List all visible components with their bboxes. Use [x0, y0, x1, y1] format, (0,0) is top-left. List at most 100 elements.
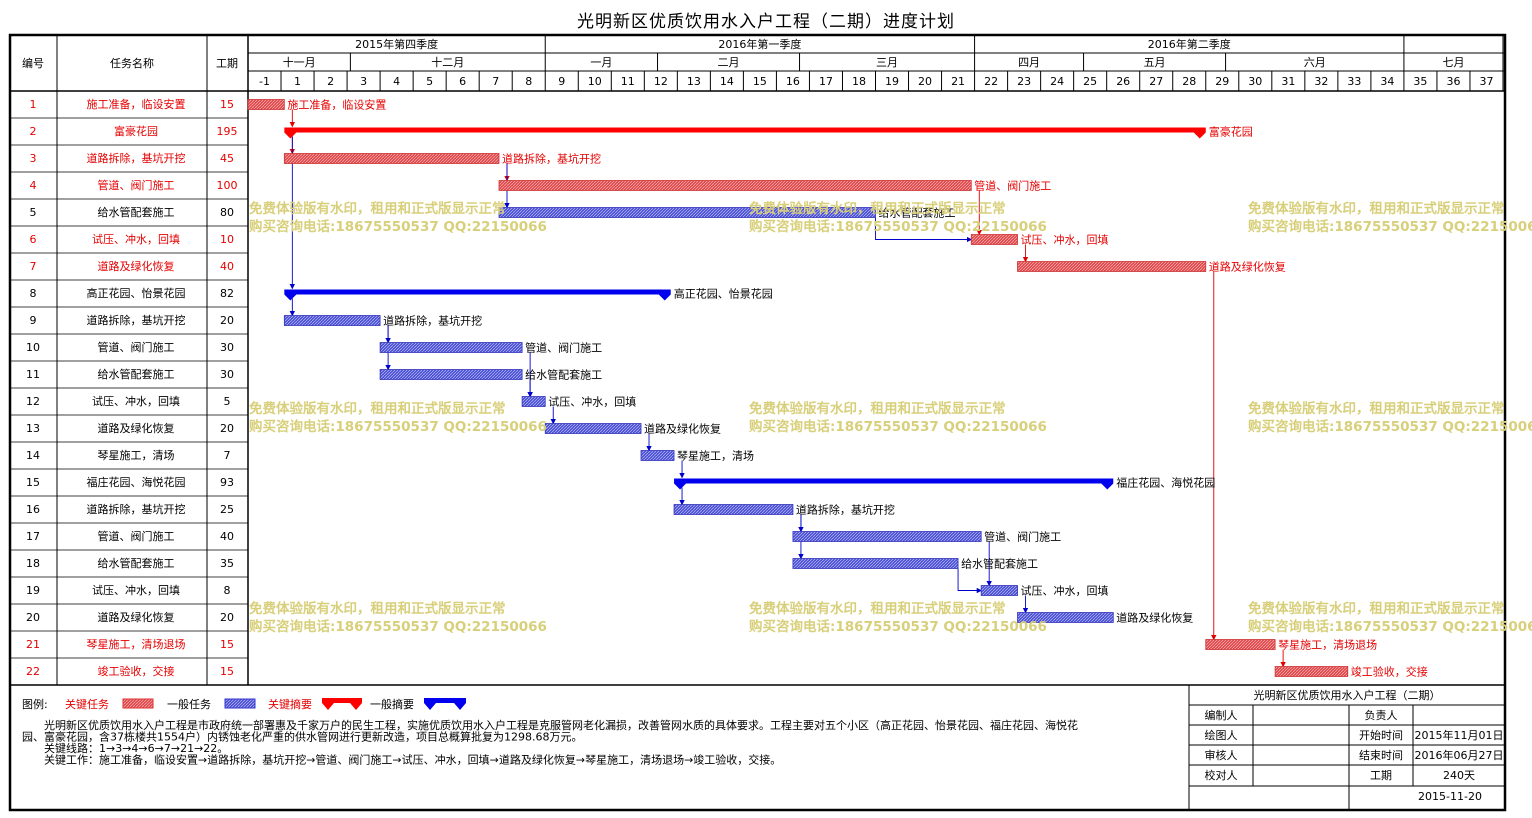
bar-label: 试压、冲水，回填	[1021, 584, 1109, 598]
task-no: 22	[26, 665, 40, 678]
task-name: 竣工验收，交接	[98, 664, 175, 678]
quarter-label: 2016年第二季度	[1148, 37, 1231, 51]
week-label: 15	[753, 75, 767, 88]
week-label: 16	[786, 75, 800, 88]
week-label: 6	[459, 75, 466, 88]
task-name: 道路及绿化恢复	[98, 421, 175, 435]
task-name: 道路及绿化恢复	[98, 610, 175, 624]
week-label: 37	[1479, 75, 1493, 88]
week-label: 34	[1380, 75, 1394, 88]
task-duration: 30	[220, 341, 234, 354]
info-end-label: 结束时间	[1359, 749, 1403, 762]
task-bar	[1017, 612, 1114, 623]
month-label: 五月	[1144, 56, 1166, 69]
task-bar	[640, 450, 675, 461]
week-label: 33	[1347, 75, 1361, 88]
task-name: 施工准备，临设安置	[87, 97, 186, 111]
week-label: 7	[492, 75, 499, 88]
bar-label: 富豪花园	[1209, 125, 1253, 139]
header-duration: 工期	[216, 57, 238, 70]
week-label: 32	[1314, 75, 1328, 88]
week-label: 18	[852, 75, 866, 88]
month-label: 六月	[1304, 56, 1326, 69]
task-no: 15	[26, 476, 40, 489]
dependency-link	[875, 217, 973, 243]
legend: 图例: 关键任务 一般任务 关键摘要 一般摘要	[22, 697, 466, 711]
week-label: 1	[294, 75, 301, 88]
task-no: 10	[26, 341, 40, 354]
task-duration: 93	[220, 476, 234, 489]
task-no: 5	[30, 206, 37, 219]
task-name: 道路及绿化恢复	[98, 259, 175, 273]
week-label: 9	[558, 75, 565, 88]
bar-label: 给水管配套施工	[525, 368, 602, 382]
chart-title: 光明新区优质饮用水入户工程（二期）进度计划	[577, 12, 955, 32]
legend-summary-label: 一般摘要	[370, 697, 414, 711]
bar-label: 给水管配套施工	[961, 557, 1038, 571]
legend-summary-swatch	[424, 698, 466, 710]
month-label: 二月	[718, 56, 740, 69]
task-name: 富豪花园	[114, 124, 158, 138]
week-label: 30	[1248, 75, 1262, 88]
week-label: 5	[426, 75, 433, 88]
bar-label: 试压、冲水，回填	[548, 395, 636, 409]
quarter-label: 2016年第一季度	[718, 37, 801, 51]
task-no: 3	[30, 152, 37, 165]
task-duration: 20	[220, 611, 234, 624]
week-label: 25	[1083, 75, 1097, 88]
bar-label: 道路及绿化恢复	[1116, 611, 1193, 625]
task-bar	[792, 531, 982, 542]
dependency-links	[289, 109, 1286, 668]
week-label: 8	[525, 75, 532, 88]
watermark-line1: 免费体验版有水印，租用和正式版显示正常	[1248, 200, 1505, 217]
task-name: 琴星施工，清场退场	[87, 637, 186, 651]
week-label: 21	[951, 75, 965, 88]
bar-label: 竣工验收，交接	[1351, 665, 1428, 679]
watermark-line1: 免费体验版有水印，租用和正式版显示正常	[249, 200, 506, 217]
task-no: 9	[30, 314, 37, 327]
task-no: 4	[30, 179, 37, 192]
info-editor-label: 编制人	[1205, 708, 1238, 722]
task-no: 14	[26, 449, 40, 462]
task-no: 12	[26, 395, 40, 408]
task-bar	[980, 585, 1018, 596]
task-duration: 15	[220, 665, 234, 678]
task-bar	[1274, 666, 1349, 677]
watermark-line1: 免费体验版有水印，租用和正式版显示正常	[749, 200, 1006, 217]
week-label: 35	[1413, 75, 1427, 88]
week-label: 13	[687, 75, 701, 88]
task-duration: 40	[220, 530, 234, 543]
week-label: 19	[885, 75, 899, 88]
info-owner-label: 负责人	[1365, 708, 1398, 722]
info-start-value: 2015年11月01日	[1415, 728, 1504, 742]
task-name: 管道、阀门施工	[98, 529, 175, 543]
task-duration: 20	[220, 422, 234, 435]
info-date: 2015-11-20	[1418, 790, 1482, 803]
watermark-line2: 购买咨询电话:18675550537 QQ:22150066	[749, 218, 1047, 235]
legend-summary-critical-label: 关键摘要	[268, 697, 312, 711]
task-duration: 30	[220, 368, 234, 381]
info-duration-value: 240天	[1443, 769, 1475, 782]
info-box: 光明新区优质饮用水入户工程（二期） 编制人 负责人 绘图人 开始时间 2015年…	[1188, 685, 1505, 810]
task-bars: 施工准备，临设安置富豪花园道路拆除，基坑开挖管道、阀门施工给水管配套施工试压、冲…	[247, 98, 1428, 679]
info-start-label: 开始时间	[1359, 728, 1403, 742]
task-no: 17	[26, 530, 40, 543]
task-bar	[970, 234, 1018, 245]
task-bar	[673, 504, 794, 515]
task-bar	[498, 180, 972, 191]
quarter-label: 2015年第四季度	[355, 37, 438, 51]
bar-label: 管道、阀门施工	[984, 530, 1061, 544]
watermark-line1: 免费体验版有水印，租用和正式版显示正常	[249, 600, 506, 617]
month-label: 十二月	[431, 55, 464, 69]
header-no: 编号	[22, 56, 44, 70]
legend-critical-swatch	[122, 698, 154, 709]
task-no: 1	[30, 98, 37, 111]
task-bar	[544, 423, 642, 434]
task-no: 21	[26, 638, 40, 651]
task-bar	[1205, 639, 1276, 650]
task-no: 16	[26, 503, 40, 516]
header-name: 任务名称	[110, 56, 154, 70]
